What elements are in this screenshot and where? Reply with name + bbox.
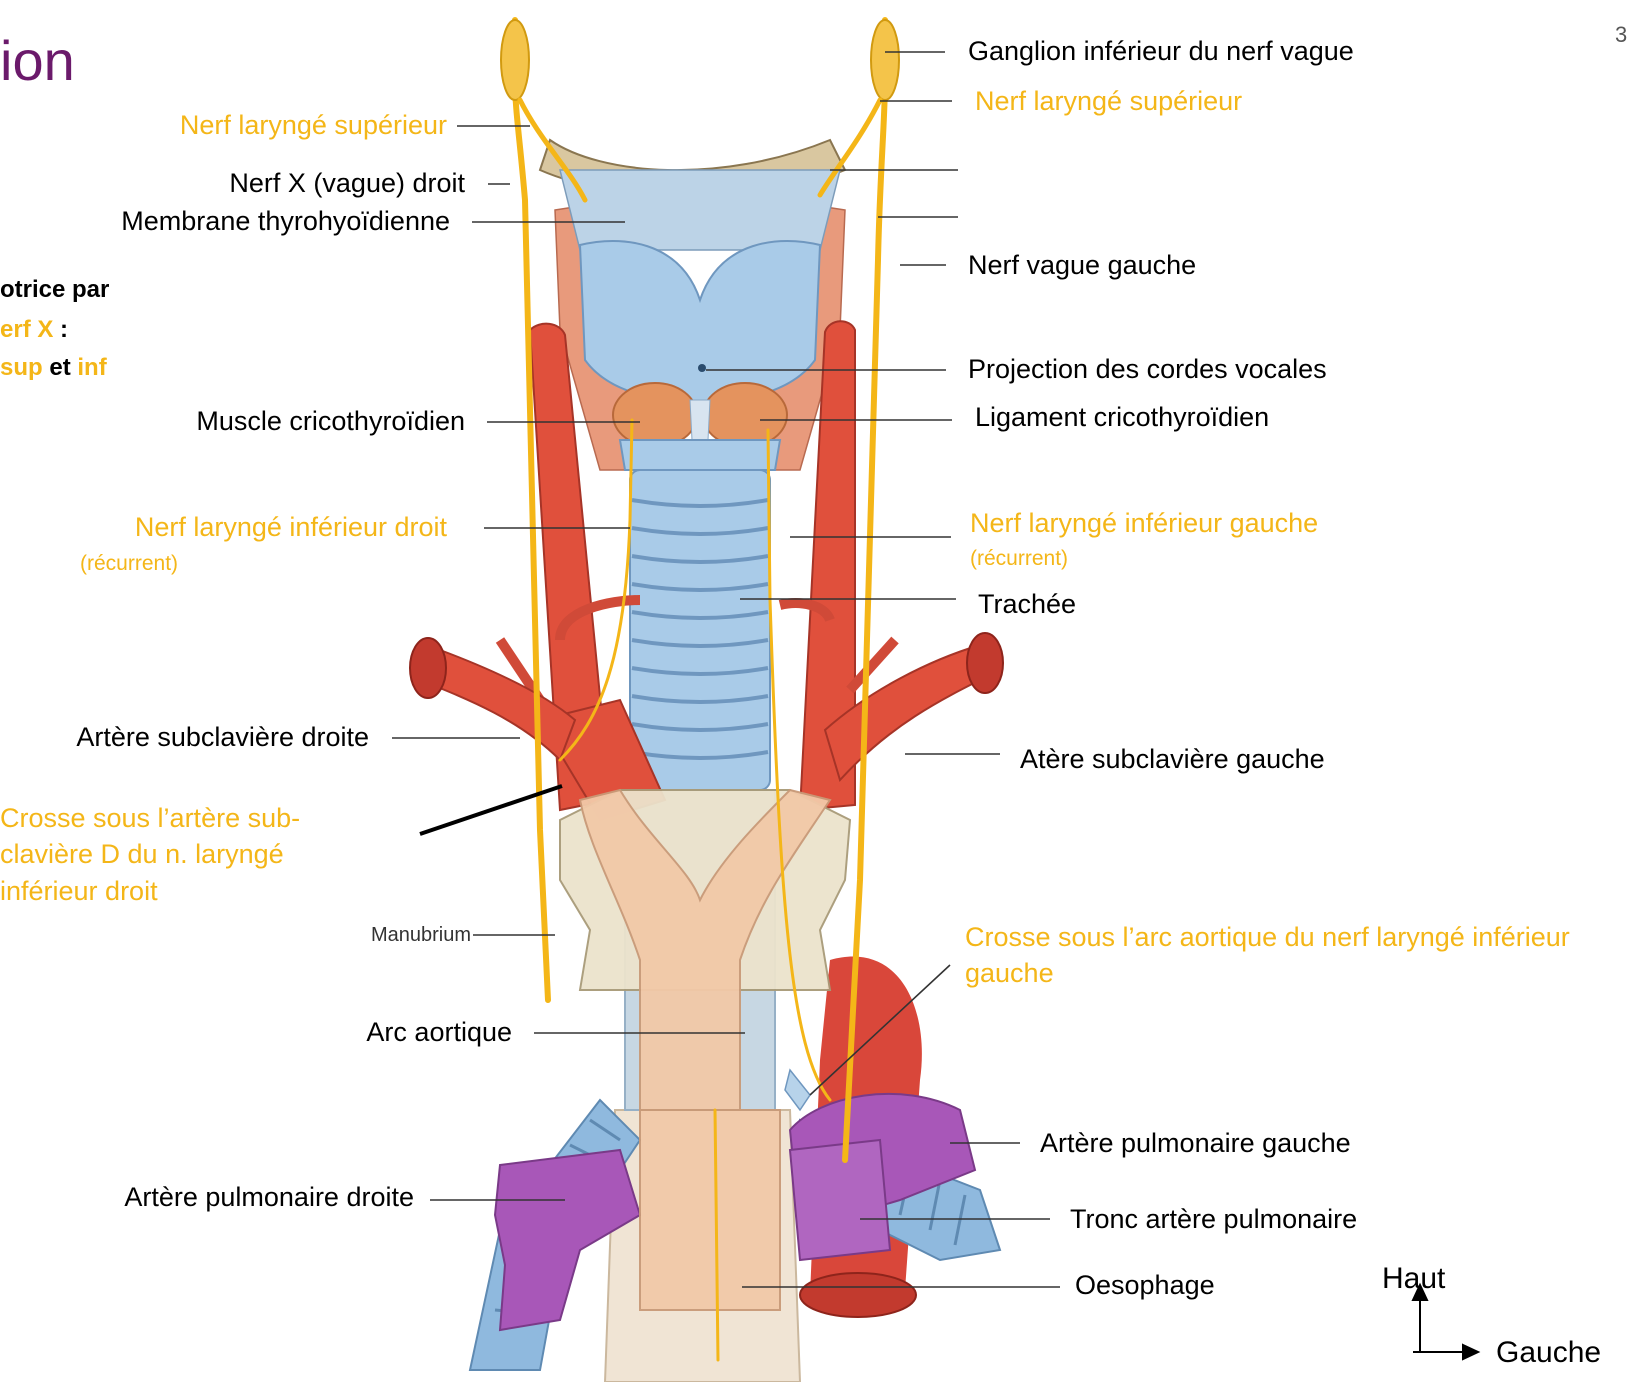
side-note-line3: sup et inf [0,354,107,382]
label-nerf-larynge-superieur-droit: Nerf laryngé supérieur [180,110,447,141]
label-artere-pulmonaire-gauche: Artère pulmonaire gauche [1040,1128,1351,1159]
label-nerf-vague-gauche: Nerf vague gauche [968,250,1196,281]
label-recurrent-droit: (récurrent) [80,552,178,576]
label-tronc-artere-pulmonaire: Tronc artère pulmonaire [1070,1204,1357,1235]
side-note-inf: inf [77,354,106,381]
left-small-branch [850,640,895,690]
orientation-haut: Haut [1382,1262,1445,1297]
thyroid-cartilage [580,241,820,405]
orientation-gauche: Gauche [1496,1336,1601,1371]
label-ganglion-inferieur: Ganglion inférieur du nerf vague [968,36,1354,67]
vocal-cord-projection-point [698,364,706,372]
label-projection-cordes-vocales: Projection des cordes vocales [968,354,1327,385]
right-inferior-ganglion [501,20,529,100]
side-note-line1: otrice par [0,276,109,304]
label-crosse-subclaviere: Crosse sous l’artère sub-clavière D du n… [0,800,350,909]
label-artere-subclaviere-droite: Artère subclavière droite [76,722,369,753]
ligamentum-arteriosum [785,1070,810,1110]
page-number: 3 [1615,22,1627,48]
cricothyroid-muscle-left [703,383,787,447]
label-nerf-larynge-inferieur-gauche: Nerf laryngé inférieur gauche [970,508,1318,539]
label-crosse-arc-aortique: Crosse sous l’arc aortique du nerf laryn… [965,919,1585,992]
side-note-sup: sup [0,354,43,381]
left-subclavian-cut [967,633,1003,693]
left-inferior-ganglion [871,20,899,100]
label-oesophage: Oesophage [1075,1270,1215,1301]
aorta-cut-end [800,1273,916,1317]
label-muscle-cricothyroidien: Muscle cricothyroïdien [196,406,465,437]
cricothyroid-ligament [690,400,710,440]
pulmonary-trunk [790,1140,890,1260]
ascending-aorta-overlay [640,1110,780,1310]
thyrohyoid-membrane [560,170,840,250]
cricothyroid-muscle-right [613,383,697,447]
label-trachee: Trachée [978,589,1076,620]
side-note-colon: : [53,316,68,343]
right-subclavian-cut [410,638,446,698]
label-nerf-larynge-superieur-gauche: Nerf laryngé supérieur [975,86,1242,117]
label-nerf-x-droit: Nerf X (vague) droit [229,168,465,199]
right-superior-laryngeal-nerve [520,100,585,200]
label-membrane-thyrohyoidienne: Membrane thyrohyoïdienne [121,206,450,237]
label-recurrent-gauche: (récurrent) [970,547,1068,571]
label-nerf-larynge-inferieur-droit: Nerf laryngé inférieur droit [135,512,447,543]
side-note-line2: erf X : [0,316,68,344]
label-artere-subclaviere-gauche: Atère subclavière gauche [1020,744,1325,775]
cricoid-cartilage [620,440,780,470]
label-ligament-cricothyroidien: Ligament cricothyroïdien [975,402,1269,433]
side-note-et: et [43,354,78,381]
label-arc-aortique: Arc aortique [366,1017,512,1048]
label-artere-pulmonaire-droite: Artère pulmonaire droite [124,1182,414,1213]
side-note-nerf-x: erf X [0,316,53,343]
trachea [630,470,770,790]
slide-title-fragment: ion [0,28,75,93]
label-manubrium: Manubrium [371,924,471,947]
